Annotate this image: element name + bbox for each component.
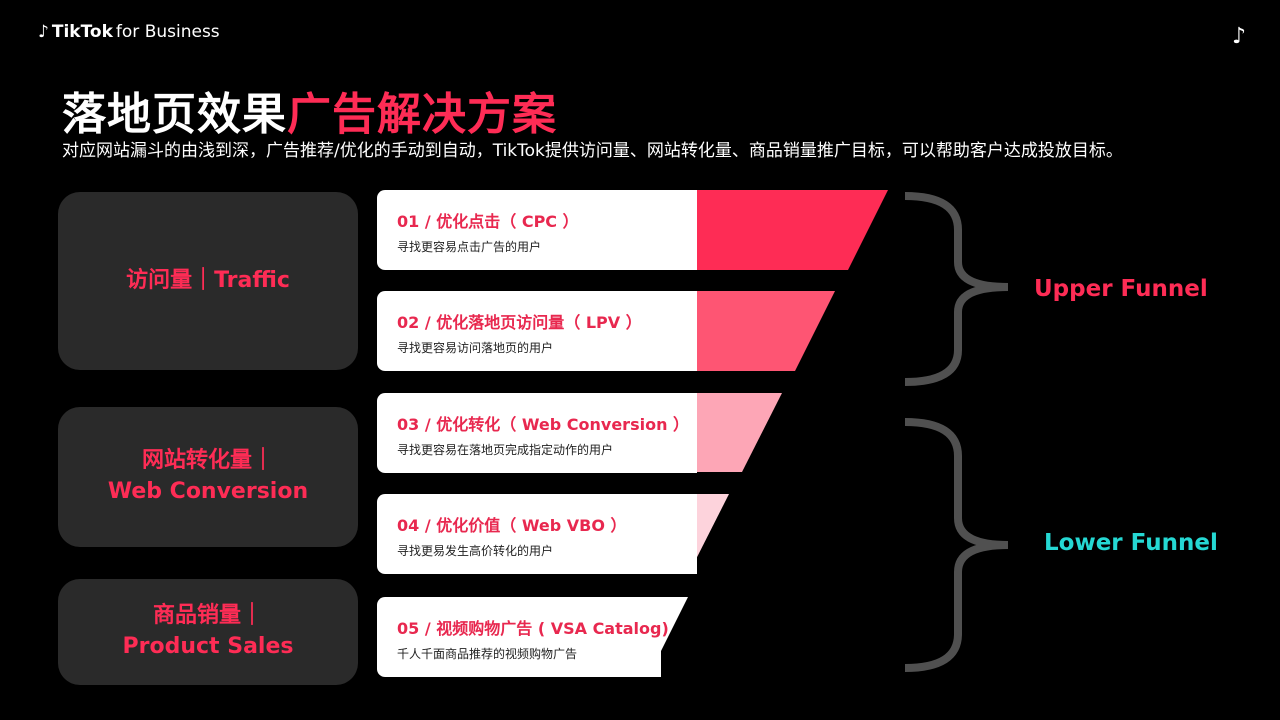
funnel-segment-3: [687, 393, 782, 472]
page-title: 落地页效果广告解决方案: [62, 89, 557, 140]
card-web-conversion: 03 / 优化转化（ Web Conversion ） 寻找更容易在落地页完成指…: [377, 393, 697, 473]
page-subtitle: 对应网站漏斗的由浅到深，广告推荐/优化的手动到自动，TikTok提供访问量、网站…: [62, 141, 1123, 161]
funnel-segment-4: [687, 494, 729, 573]
category-web-conversion: 网站转化量｜ Web Conversion: [58, 407, 358, 547]
upper-bracket: [904, 192, 1009, 386]
card-cpc: 01 / 优化点击（ CPC ） 寻找更容易点击广告的用户: [377, 190, 697, 270]
category-product-sales: 商品销量｜ Product Sales: [58, 579, 358, 685]
brand-logo: ♪ TikTok for Business: [38, 22, 220, 42]
card-vsa-catalog: 05 / 视频购物广告 ( VSA Catalog) 千人千面商品推荐的视频购物…: [377, 597, 669, 677]
funnel-segment-2: [687, 291, 835, 371]
lower-bracket: [904, 418, 1009, 672]
tiktok-note-icon: ♪: [38, 22, 49, 42]
card-lpv: 02 / 优化落地页访问量（ LPV ） 寻找更容易访问落地页的用户: [377, 291, 697, 371]
card-web-vbo: 04 / 优化价值（ Web VBO ） 寻找更易发生高价转化的用户: [377, 494, 697, 574]
tiktok-note-icon: ♪: [1232, 24, 1247, 49]
lower-funnel-label: Lower Funnel: [1044, 530, 1218, 556]
category-traffic: 访问量｜Traffic: [58, 192, 358, 370]
funnel-segment-1: [687, 190, 888, 270]
upper-funnel-label: Upper Funnel: [1034, 276, 1208, 302]
